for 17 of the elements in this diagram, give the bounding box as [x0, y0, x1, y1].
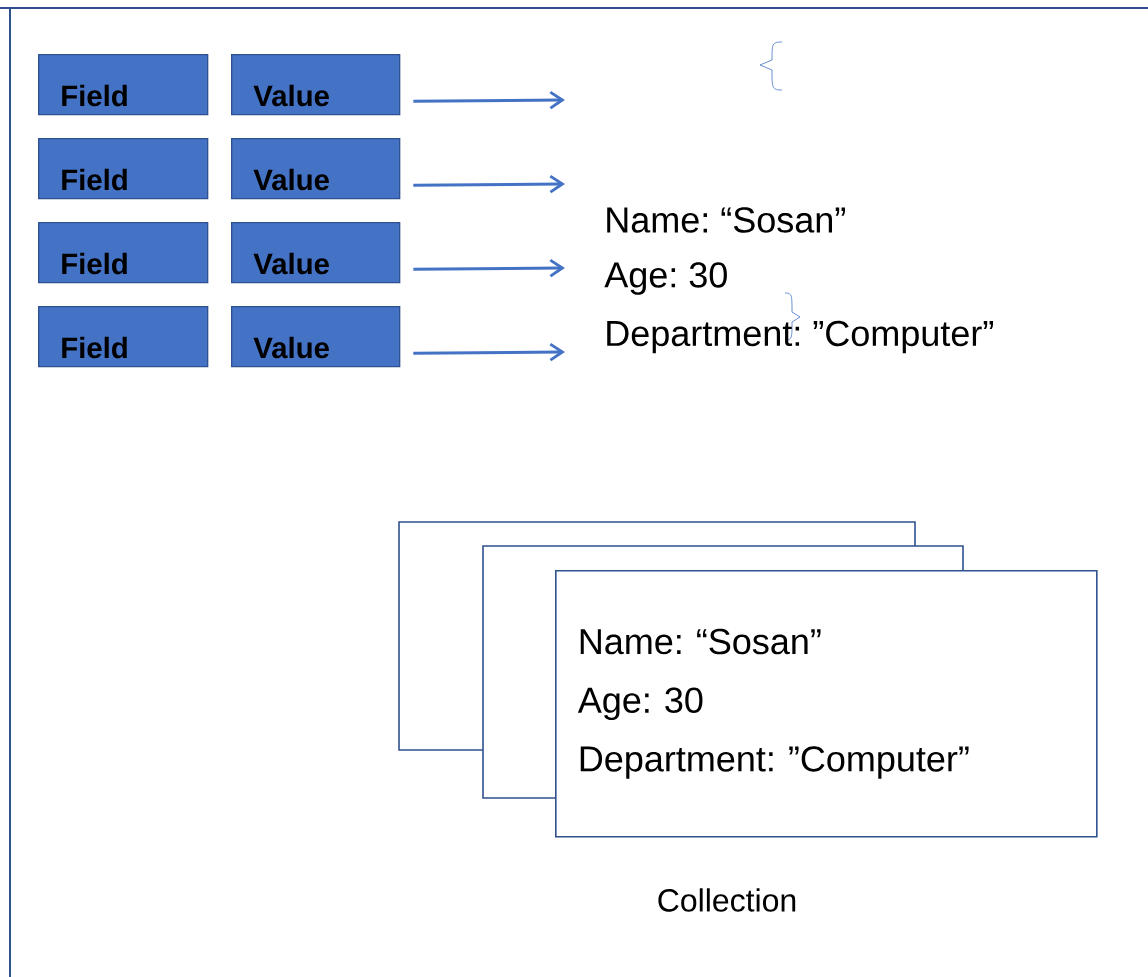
field-box: Value — [231, 306, 401, 368]
arrow — [413, 174, 565, 194]
field-box: Value — [231, 54, 401, 116]
arrow — [413, 342, 565, 362]
field-box: Field — [38, 306, 209, 368]
card-stack-drawing: Name: “Sosan” Age: 30 Department: ”Computer” — [398, 521, 1098, 838]
field-box: Value — [231, 222, 401, 284]
arrow — [413, 90, 565, 110]
field-box: Value — [231, 138, 401, 200]
field-box: Field — [38, 138, 209, 200]
field-text: Department: ”Computer” — [607, 320, 993, 354]
caption: Collection — [658, 888, 796, 912]
field-text: Age: 30 — [604, 262, 727, 295]
field-box: Field — [38, 222, 209, 284]
field-text: Name: “Sosan” — [607, 207, 845, 233]
arrow — [413, 258, 565, 278]
field-box: Field — [38, 54, 209, 116]
